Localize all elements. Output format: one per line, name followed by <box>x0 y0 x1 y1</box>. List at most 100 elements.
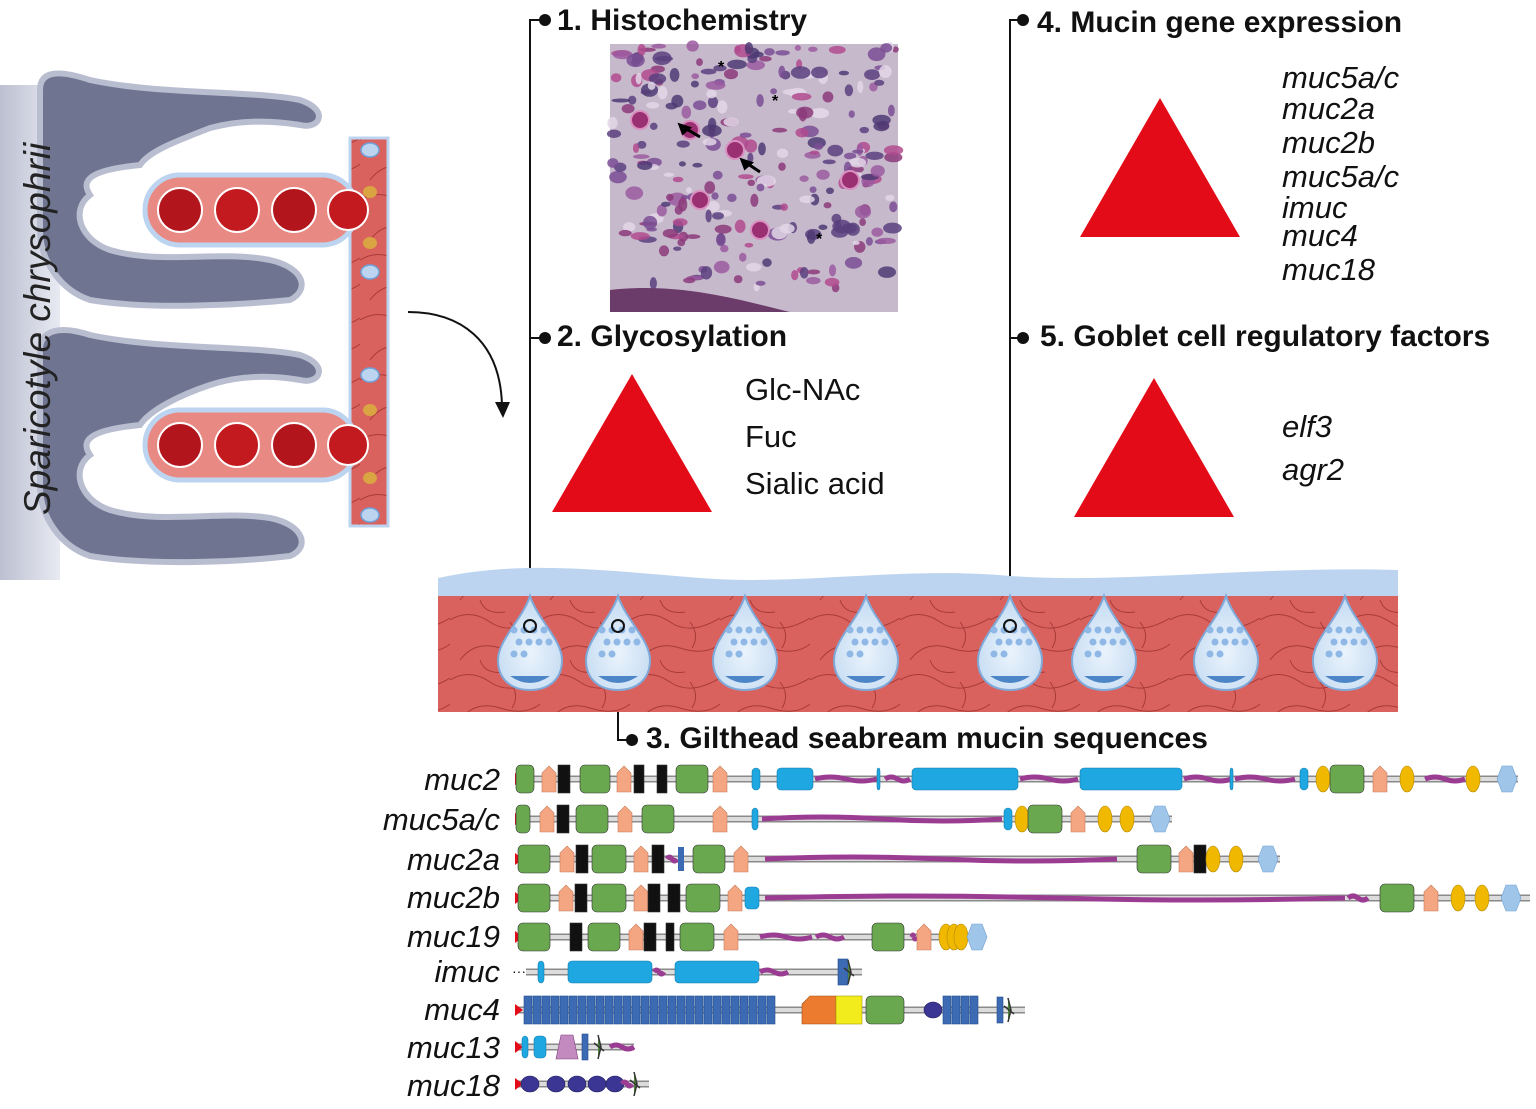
egf-repeat <box>730 995 740 1025</box>
goblet-marker-3 <box>611 619 625 633</box>
mucin-granule <box>1119 638 1127 646</box>
mucin-granule <box>1109 638 1117 646</box>
filament-parasite-eggs <box>363 186 377 484</box>
vwd-domain <box>871 922 905 952</box>
ser-thr-repeat <box>814 774 878 784</box>
micrograph-cell <box>734 219 746 233</box>
micrograph-cell <box>816 169 830 180</box>
ser-thr-repeat <box>764 893 1346 903</box>
vwc-domain <box>953 923 969 951</box>
micrograph-cell <box>665 102 678 110</box>
micrograph-cell <box>632 143 640 154</box>
glycosylation-increase-triangle <box>552 374 712 512</box>
micrograph-cell <box>714 224 732 234</box>
micrograph-cell <box>693 100 707 111</box>
micrograph-cell <box>734 45 741 54</box>
cys-domain <box>633 884 649 912</box>
micrograph-cell <box>791 270 799 281</box>
mucin-granule <box>755 626 763 634</box>
micrograph-cell <box>635 72 642 85</box>
micrograph-cell <box>702 124 722 137</box>
micrograph-cell <box>691 73 700 80</box>
micrograph-cell <box>612 50 633 60</box>
mucin-granule <box>1325 626 1333 634</box>
cys-domain <box>633 845 649 873</box>
mucin-granule <box>725 650 733 658</box>
egf-repeat <box>622 995 632 1025</box>
nido-domain <box>801 995 837 1025</box>
micrograph-cell <box>630 232 650 241</box>
c8-domain <box>556 804 570 834</box>
transmembrane-domain <box>593 1034 605 1060</box>
expressed-gene: imuc <box>1282 190 1348 225</box>
mucin-granule <box>1216 626 1224 634</box>
egf-repeat <box>559 995 569 1025</box>
micrograph-cell <box>883 222 902 234</box>
micrograph-cell <box>744 242 754 248</box>
species-label: Sparicotyle chrysophrii <box>17 141 58 515</box>
micrograph-cell <box>823 202 832 209</box>
regulatory-gene: elf3 <box>1282 409 1332 444</box>
c8-domain <box>647 883 661 913</box>
micrograph-arrow-1 <box>677 122 701 139</box>
mucin-granule <box>856 626 864 634</box>
sea-domain <box>751 767 761 791</box>
mucin-granule <box>1226 626 1234 634</box>
micrograph-cell <box>727 59 747 70</box>
sea-domain <box>776 767 814 791</box>
mucin-granule <box>628 626 636 634</box>
domain-oval <box>923 1001 943 1019</box>
mucin-granule <box>1206 650 1214 658</box>
cys-domain <box>628 923 644 951</box>
micrograph-cell <box>755 280 766 286</box>
mucin-granule <box>730 638 738 646</box>
micrograph-cell <box>834 220 842 231</box>
micrograph-cell <box>623 222 636 232</box>
micrograph-cell <box>795 127 809 138</box>
glycan-item: Glc-NAc <box>745 372 860 407</box>
micrograph-cell <box>654 56 674 62</box>
goblet-cell-nucleus <box>846 676 886 683</box>
domain-oval <box>587 1075 607 1093</box>
micrograph-cell <box>867 47 886 62</box>
vwc-domain <box>1228 845 1244 873</box>
vwd-domain <box>579 764 611 794</box>
mucin-granule <box>540 626 548 634</box>
micrograph-cell <box>811 66 828 79</box>
micrograph-cell <box>818 224 828 230</box>
egf-repeat <box>604 995 614 1025</box>
micrograph-cell <box>637 160 653 170</box>
mucin-granule <box>1005 638 1013 646</box>
mucin-granule <box>510 650 518 658</box>
micrograph-arrow-2 <box>739 157 761 174</box>
glycosylation-list: Glc-NAc Fuc Sialic acid <box>745 372 885 501</box>
micrograph-cell <box>628 95 637 105</box>
micrograph-cell <box>672 176 684 183</box>
ser-thr-repeat <box>1346 893 1370 903</box>
micrograph-cell <box>663 172 675 177</box>
micrograph-cell <box>764 48 775 56</box>
mucin-granule <box>750 638 758 646</box>
egf-repeat <box>541 995 551 1025</box>
c8-domain <box>665 922 675 952</box>
domain-oval <box>520 1075 540 1093</box>
micrograph-cell <box>672 218 688 227</box>
sea-domain <box>911 767 1019 791</box>
mucin-granule <box>1025 638 1033 646</box>
sea-domain <box>876 767 881 791</box>
dots: ··· <box>512 963 526 979</box>
micrograph-cell <box>873 121 890 132</box>
egf-repeat <box>577 995 587 1025</box>
egf-domain <box>996 996 1004 1024</box>
micrograph-cell <box>661 201 671 207</box>
transmembrane-domain <box>843 959 855 985</box>
c8-domain <box>656 764 668 794</box>
mucin-granule <box>735 626 743 634</box>
goblet-marker-1 <box>523 619 537 633</box>
goblet-cells <box>496 592 1379 692</box>
micrograph-cell <box>808 108 828 118</box>
goblet-cell-nucleus <box>990 676 1030 683</box>
micrograph-cell <box>796 106 814 119</box>
micrograph-cell <box>658 245 670 257</box>
